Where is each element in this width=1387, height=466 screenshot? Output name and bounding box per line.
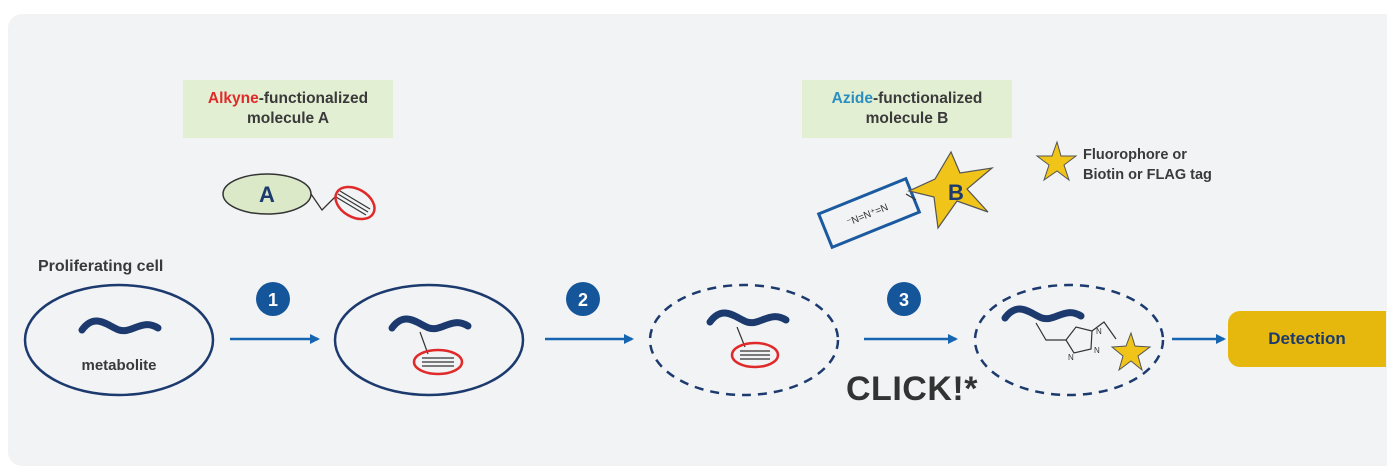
step-2-number: 2 [578,290,588,310]
molecule-b-label-box: Azide-functionalized molecule B [802,80,1012,138]
cell-3-alkyne-icon [740,350,770,360]
alkyne-triple-bond-icon [335,190,371,216]
triazole-ring-icon [1065,326,1093,354]
click-label: CLICK!* [846,370,978,408]
detection-label: Detection [1268,329,1346,348]
step-3-number: 3 [899,290,909,310]
step-3-badge [887,282,921,316]
molecule-a-label-line1: Alkyne-functionalized [183,89,393,109]
legend-line2: Biotin or FLAG tag [1083,167,1212,183]
cell-4-membrane [973,283,1165,397]
proliferating-cell-label: Proliferating cell [38,258,164,275]
azide-highlight: Azide [831,90,873,107]
triazole-n1: N [1096,327,1102,336]
cell-4: N N N [973,283,1165,397]
cell-4-linker-left [1035,322,1066,341]
cell-4-linker-right [1091,321,1117,340]
cell-2-metabolite-icon [388,315,472,333]
molecule-b-label-line1: Azide-functionalized [802,89,1012,109]
detection-box: Detection [1228,311,1386,367]
alkyne-highlight: Alkyne [207,90,259,107]
azide-linker [905,193,917,201]
cell-3-metabolite-icon [706,309,790,327]
step-1-badge [256,282,290,316]
metabolite-label: metabolite [81,357,156,374]
cell-2-membrane [333,283,525,397]
cell-3-alkyne-ring [730,341,780,369]
cell-4-star-icon [1110,331,1152,372]
cell-3-membrane [648,283,840,397]
cell-3 [648,283,840,397]
molecule-b-letter: B [948,180,964,205]
molecule-a-letter: A [259,182,275,207]
azide-formula: ⁻N=N⁺=N [845,202,890,229]
molecule-a: A [222,173,376,221]
molecule-b-label-line2: molecule B [865,110,949,127]
molecule-a-label-box: Alkyne-functionalized molecule A [183,80,393,138]
triazole-n3: N [1068,353,1074,362]
legend-text: Fluorophore or Biotin or FLAG tag [1083,145,1212,185]
azide-box [816,176,922,250]
molecule-a-linker [310,193,337,212]
step-2-badge [566,282,600,316]
molecule-b: ⁻N=N⁺=N B [816,150,995,250]
cell-1: metabolite [23,283,215,397]
metabolite-icon [78,317,162,335]
legend-star-icon [1035,140,1078,182]
molecule-b-label-rest: -functionalized [872,90,983,107]
cell-4-metabolite-icon [1001,305,1085,323]
cell-2-alkyne-icon [422,357,454,367]
molecule-a-label-line2: molecule A [246,110,330,127]
alkyne-highlight-ring [334,185,376,221]
step-1-number: 1 [268,290,278,310]
triazole-n2: N [1094,346,1100,355]
legend-line1: Fluorophore or [1083,147,1187,163]
molecule-a-label-rest: -functionalized [258,90,369,107]
molecule-b-star-icon [907,150,995,230]
cell-1-membrane [23,283,215,397]
cell-2 [333,283,525,397]
cell-2-alkyne-ring [412,348,464,376]
